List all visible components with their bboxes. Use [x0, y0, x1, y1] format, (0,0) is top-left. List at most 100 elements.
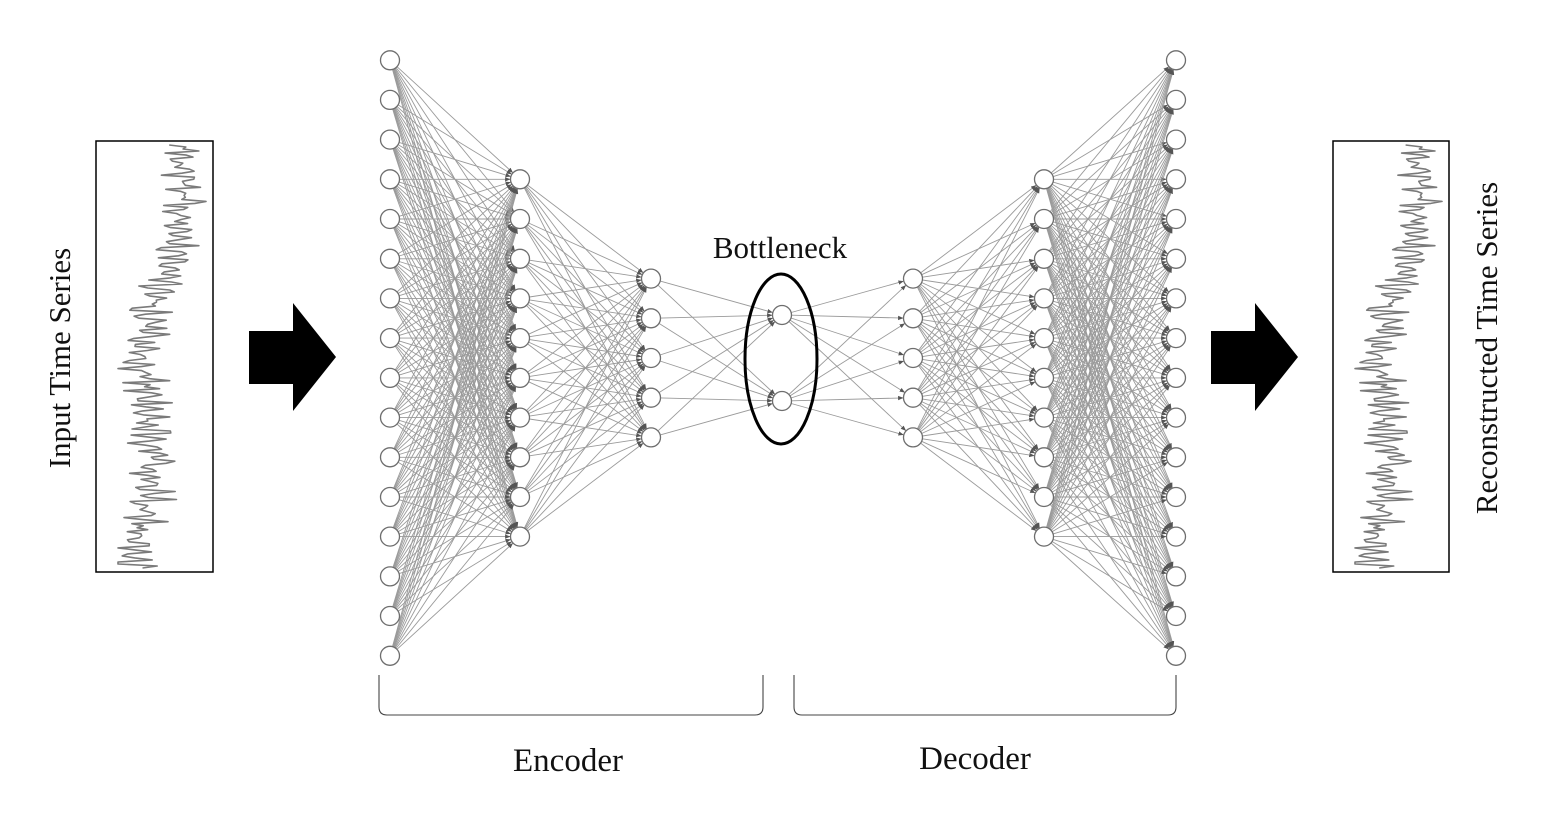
- neuron-node: [1165, 566, 1187, 587]
- connection-edge: [392, 188, 519, 647]
- connection-edge: [922, 438, 1035, 458]
- connection-edge: [659, 317, 774, 356]
- connection-edge: [918, 186, 1039, 351]
- connection-edge: [1047, 267, 1173, 529]
- connection-edge: [660, 313, 773, 319]
- connection-edge: [394, 464, 516, 649]
- encoder-label: Encoder: [513, 743, 623, 779]
- connection-edge: [1052, 538, 1168, 575]
- connection-edge: [1049, 67, 1171, 212]
- connection-edge: [528, 222, 643, 276]
- connection-edge: [392, 267, 518, 647]
- neuron-node: [1033, 248, 1055, 269]
- neuron-node: [1165, 208, 1187, 230]
- neuron-node: [902, 268, 924, 289]
- connection-edge: [919, 185, 1038, 312]
- connection-edge: [788, 284, 907, 395]
- neuron-node: [379, 407, 401, 428]
- neuron-node: [1033, 169, 1055, 190]
- connection-edge: [394, 425, 516, 648]
- connection-edge: [657, 284, 776, 395]
- connection-edge: [919, 305, 1038, 431]
- network-neurons: [379, 50, 1187, 666]
- connection-edge: [1046, 188, 1174, 528]
- connection-edge: [921, 440, 1036, 494]
- connection-edge: [920, 184, 1037, 274]
- connection-edge: [524, 286, 647, 490]
- connection-edge: [393, 187, 517, 489]
- neuron-node: [509, 169, 531, 190]
- connection-edge: [395, 504, 515, 649]
- neuron-node: [1165, 89, 1187, 111]
- input-time-series-panel: Input Time Series: [42, 140, 214, 573]
- neuron-node: [379, 645, 401, 666]
- connection-edge: [660, 397, 773, 403]
- neuron-node: [1033, 327, 1055, 349]
- neuron-node: [902, 427, 924, 448]
- connection-edge: [527, 283, 644, 373]
- connection-edge: [1048, 67, 1172, 252]
- connection-edge: [1047, 68, 1173, 370]
- output-series-label: Reconstructed Time Series: [1469, 182, 1504, 514]
- network-connections: [392, 66, 1175, 650]
- bottleneck-group: Bottleneck: [713, 230, 848, 446]
- connection-edge: [392, 188, 518, 608]
- connection-edge: [659, 360, 774, 399]
- connection-edge: [791, 395, 904, 402]
- neuron-node: [1033, 447, 1055, 468]
- neuron-node: [379, 566, 401, 587]
- connection-edge: [658, 319, 775, 393]
- neuron-node: [379, 89, 401, 111]
- connection-edge: [524, 326, 647, 529]
- neuron-node: [1165, 486, 1187, 508]
- neuron-node: [379, 248, 401, 269]
- connection-edge: [1046, 69, 1175, 528]
- neuron-node: [379, 50, 401, 71]
- connection-edge: [393, 346, 517, 648]
- neuron-node: [902, 308, 924, 329]
- neuron-node: [379, 605, 401, 627]
- neuron-node: [1033, 208, 1055, 230]
- input-arrow: [249, 303, 336, 411]
- neuron-node: [1033, 288, 1055, 309]
- neuron-node: [1165, 129, 1187, 150]
- connection-edge: [1048, 306, 1172, 529]
- neuron-node: [1165, 50, 1187, 71]
- connection-edge: [920, 442, 1037, 532]
- output-series-box: [1332, 140, 1450, 573]
- neuron-node: [509, 288, 531, 309]
- connection-edge: [397, 104, 513, 175]
- connection-edge: [398, 141, 512, 178]
- connection-edge: [394, 187, 516, 371]
- output-time-series-panel: Reconstructed Time Series: [1332, 140, 1504, 573]
- connection-edge: [1052, 499, 1168, 535]
- connection-edge: [660, 280, 773, 314]
- connection-edge: [397, 183, 513, 255]
- neuron-node: [1165, 169, 1187, 190]
- neuron-node: [902, 387, 924, 408]
- connection-edge: [790, 360, 905, 399]
- connection-edge: [1050, 66, 1170, 174]
- connection-edge: [392, 188, 518, 568]
- connection-edge: [921, 381, 1036, 434]
- connection-edge: [526, 285, 645, 411]
- connection-edge: [527, 184, 644, 274]
- neuron-node: [1033, 407, 1055, 428]
- connection-edge: [657, 321, 776, 432]
- connection-edge: [525, 286, 646, 450]
- neuron-node: [379, 526, 401, 547]
- neuron-node: [1165, 248, 1187, 269]
- neuron-node: [379, 288, 401, 309]
- connection-edge: [1051, 541, 1169, 612]
- neuron-node: [509, 327, 531, 349]
- connection-edge: [392, 307, 518, 647]
- neuron-node: [509, 248, 531, 269]
- neuron-node: [1165, 645, 1187, 666]
- connection-edge: [918, 266, 1039, 430]
- neuron-node: [1165, 288, 1187, 309]
- bottleneck-label: Bottleneck: [713, 230, 848, 265]
- neuron-node: [640, 387, 662, 408]
- neuron-node: [1165, 605, 1187, 627]
- input-series-waveform: [117, 144, 207, 569]
- neuron-node: [379, 129, 401, 150]
